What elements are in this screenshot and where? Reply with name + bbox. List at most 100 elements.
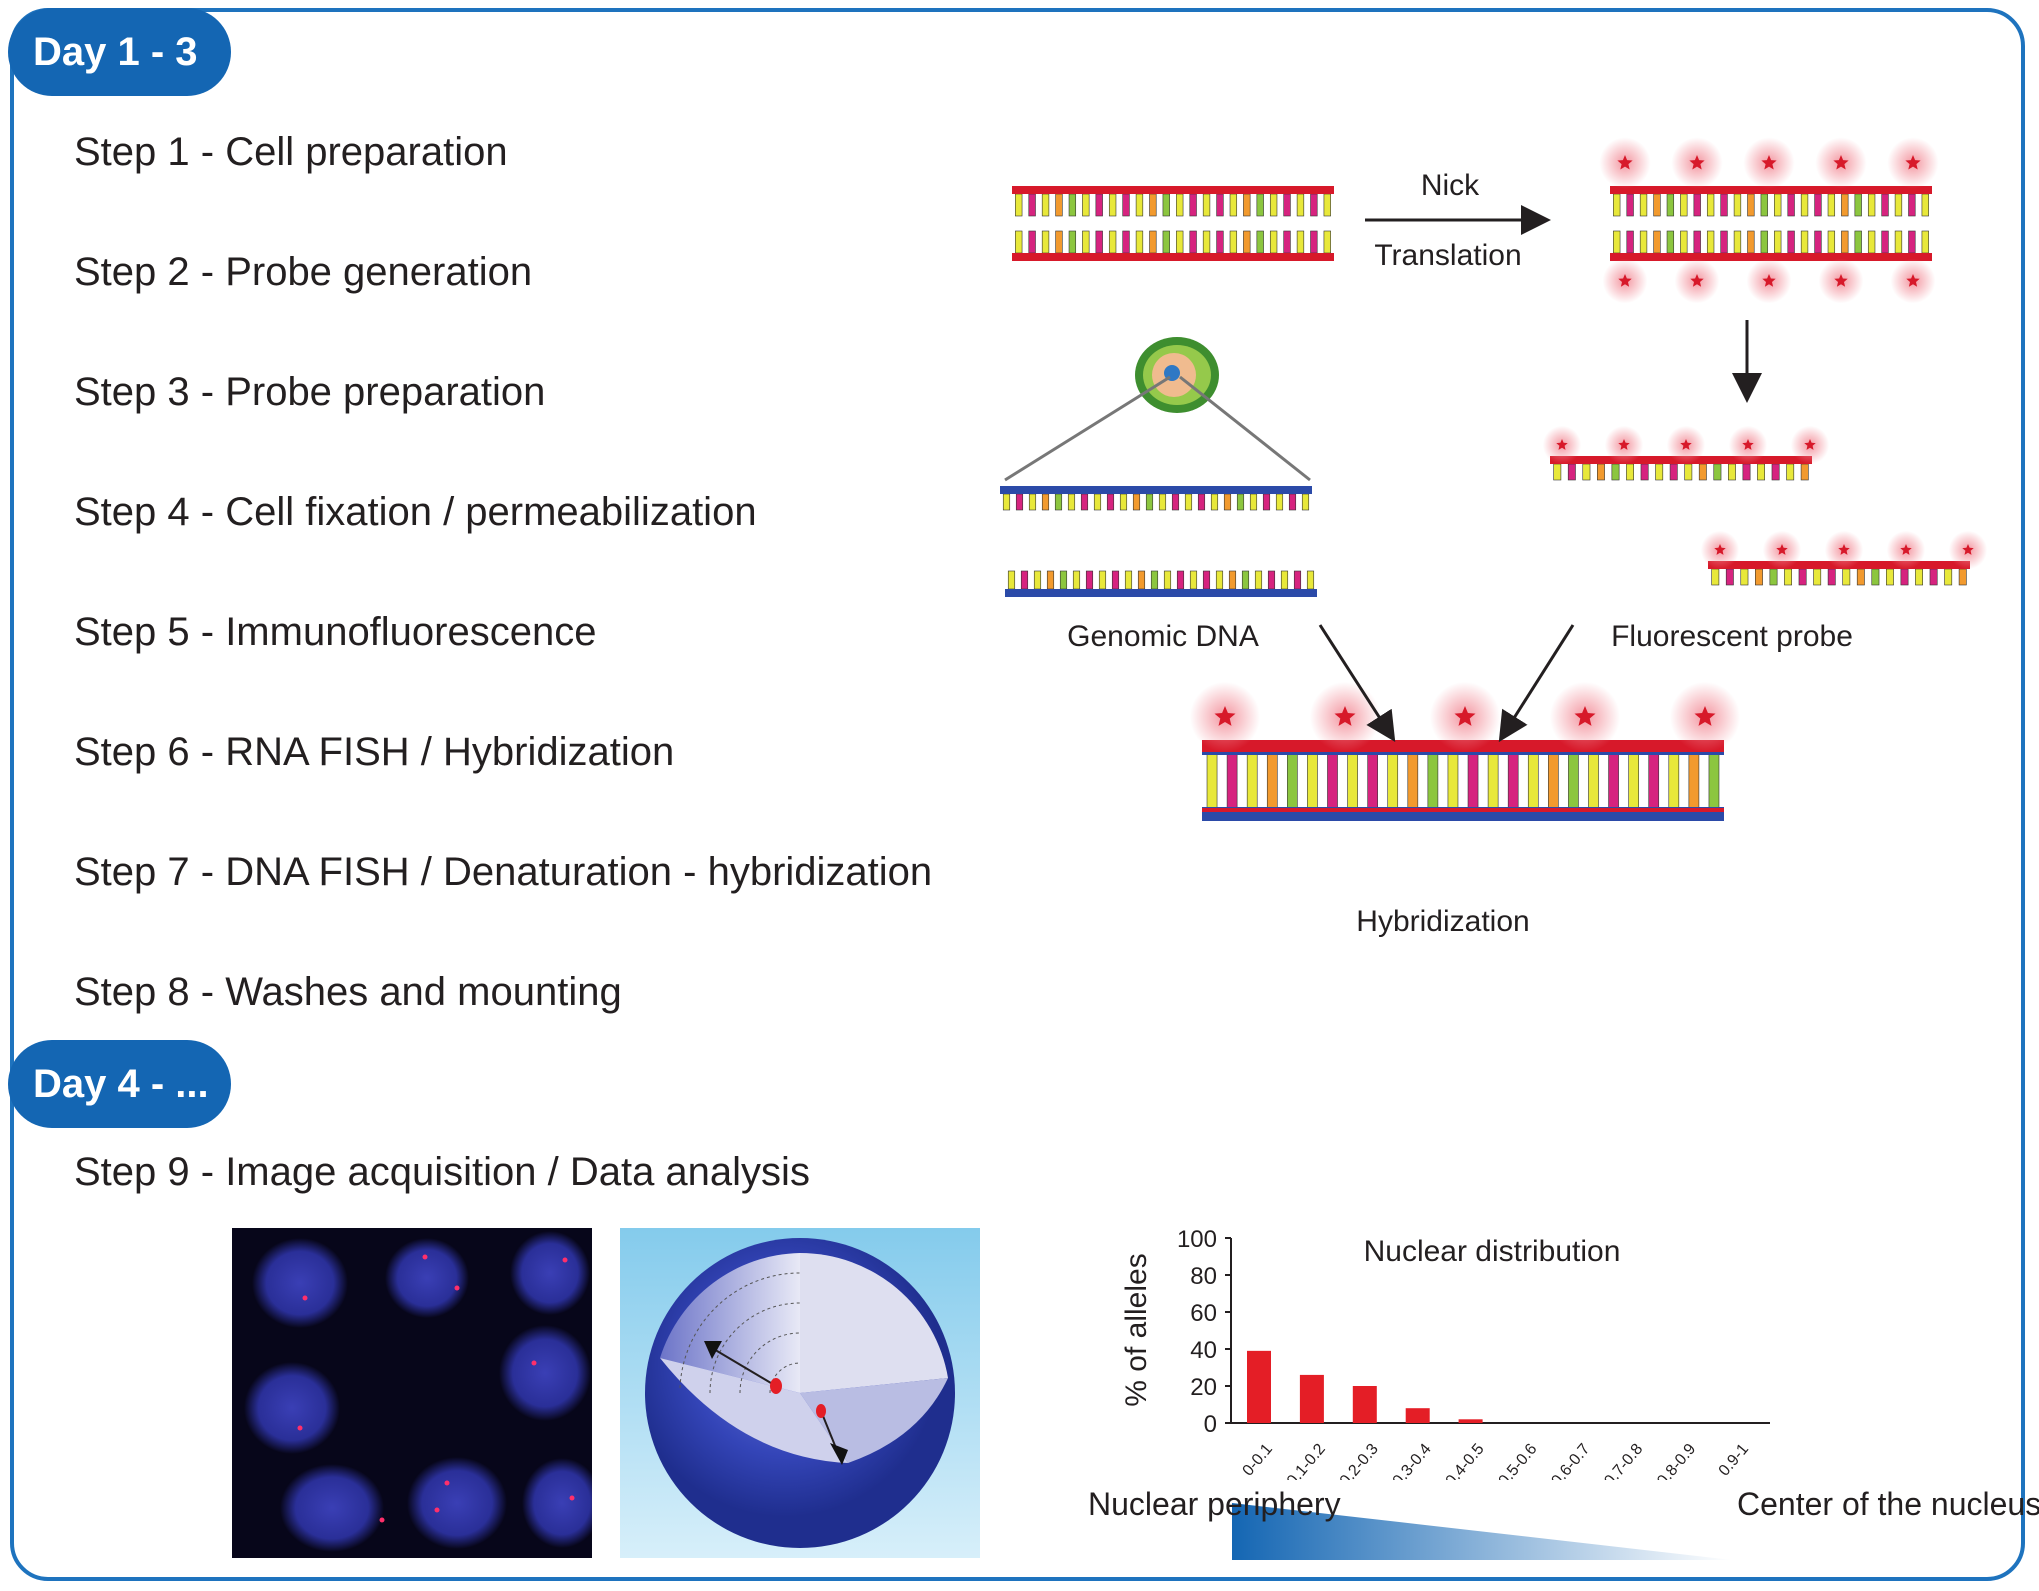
nucleotide-base	[1757, 463, 1765, 481]
nucleotide-base	[1085, 570, 1094, 590]
hybridization-label: Hybridization	[1356, 905, 1529, 938]
nucleotide-base	[1841, 193, 1849, 217]
nucleotide-base	[1122, 230, 1130, 254]
nucleotide-base	[1176, 193, 1184, 217]
fluorophore-star	[1804, 439, 1816, 450]
y-tick-label: 100	[1177, 1226, 1217, 1253]
step-7-label: Step 7 - DNA FISH / Denaturation - hybri…	[74, 850, 933, 894]
nucleotide-base	[1698, 463, 1707, 481]
nucleotide-base	[1487, 750, 1499, 814]
nucleotide-base	[1323, 230, 1331, 254]
nucleus-center-label: Center of the nucleus	[1737, 1486, 2039, 1522]
fluorophore-star	[1834, 274, 1848, 287]
nucleotide-base	[1680, 193, 1688, 217]
nucleotide-base	[1229, 230, 1238, 254]
nucleotide-base	[1760, 193, 1768, 217]
y-tick-label: 0	[1204, 1411, 1217, 1438]
nucleotide-base	[1740, 568, 1749, 586]
nucleotide-base	[1894, 193, 1903, 217]
nucleotide-base	[1119, 493, 1128, 511]
step-5-label: Step 5 - Immunofluorescence	[74, 610, 597, 654]
step-4-label: Step 4 - Cell fixation / permeabilizatio…	[74, 490, 757, 534]
nucleotide-base	[1111, 570, 1120, 590]
nucleotide-base	[1367, 750, 1378, 814]
nucleotide-base	[1145, 493, 1154, 511]
nucleotide-base	[1254, 570, 1263, 590]
y-tick-label: 20	[1190, 1374, 1217, 1401]
nucleotide-base	[1688, 750, 1700, 814]
nucleotide-base	[1854, 230, 1862, 254]
y-tick-label: 60	[1190, 1300, 1217, 1327]
nucleotide-base	[1163, 570, 1172, 590]
translation-label: Translation	[1374, 239, 1521, 272]
x-tick-label: 0.9-1	[1716, 1441, 1753, 1480]
nucleotide-base	[1176, 570, 1185, 590]
nucleotide-base	[1020, 570, 1029, 590]
x-tick-label: 0.3-0.4	[1390, 1441, 1435, 1480]
nucleotide-base	[1080, 493, 1089, 511]
nucleotide-base	[1639, 230, 1648, 254]
x-tick-label: 0.2-0.3	[1337, 1441, 1382, 1480]
nucleus-sphere-model	[620, 1228, 980, 1558]
nucleotide-base	[1655, 463, 1664, 481]
nucleotide-base	[1597, 463, 1605, 481]
nucleotide-base	[1106, 493, 1115, 511]
nucleotide-base	[1015, 230, 1023, 254]
nucleotide-base	[1310, 230, 1318, 254]
nucleotide-base	[1197, 493, 1206, 511]
fluorophore-star	[1454, 706, 1476, 726]
nucleotide-base	[1613, 230, 1621, 254]
fluorophore-star	[1574, 706, 1596, 726]
fluorophore-star	[1618, 274, 1632, 287]
nucleotide-base	[1669, 463, 1678, 481]
nucleotide-base	[1626, 463, 1634, 481]
nucleotide-base	[1216, 193, 1224, 217]
labelled-dna-double-strand	[1599, 137, 1939, 304]
nucleotide-base	[1093, 493, 1102, 511]
x-tick-label: 0.4-0.5	[1443, 1441, 1488, 1480]
nucleotide-base	[1929, 568, 1938, 586]
nucleotide-base	[1640, 463, 1649, 481]
nucleotide-base	[1639, 193, 1648, 217]
nucleotide-base	[1800, 463, 1809, 481]
nucleotide-base	[1306, 570, 1315, 590]
nucleotide-base	[1243, 193, 1251, 217]
nucleotide-base	[1733, 230, 1742, 254]
nucleotide-base	[1189, 230, 1197, 254]
nucleotide-base	[1407, 750, 1419, 814]
nucleotide-base	[1171, 493, 1180, 511]
nucleotide-base	[1653, 193, 1661, 217]
nucleotide-base	[1915, 568, 1923, 586]
fluorophore-star	[1556, 439, 1568, 450]
hybridized-dna	[1189, 681, 1741, 821]
nucleotide-base	[1786, 463, 1795, 481]
nucleotide-base	[1150, 570, 1159, 590]
nucleotide-base	[1720, 193, 1728, 217]
nucleotide-base	[1774, 193, 1782, 217]
nucleotide-base	[1814, 193, 1822, 217]
nucleotide-base	[1706, 193, 1715, 217]
backbone-strand	[1202, 808, 1724, 812]
nucleotide-base	[1871, 568, 1880, 586]
nucleotide-base	[1015, 493, 1024, 511]
nucleotide-base	[1243, 230, 1251, 254]
step-2-label: Step 2 - Probe generation	[74, 250, 533, 294]
fluorophore-star	[1334, 706, 1356, 726]
x-tick-label: 0.8-0.9	[1654, 1441, 1699, 1480]
nucleotide-base	[1184, 493, 1193, 511]
nucleotide-base	[1068, 193, 1077, 217]
nucleotide-base	[1108, 230, 1117, 254]
nucleotide-base	[1241, 570, 1250, 590]
nucleotide-base	[1347, 750, 1358, 814]
nucleotide-base	[1275, 493, 1284, 511]
bar	[1458, 1419, 1483, 1423]
probe-hybridization-diagram: Nick Translation Genomic DNA Fluorescent…	[1000, 137, 1988, 938]
nucleotide-base	[1283, 230, 1291, 254]
nucleotide-base	[1310, 193, 1318, 217]
nucleotide-base	[1327, 750, 1338, 814]
fluorophore-star	[1776, 544, 1788, 555]
nucleotide-base	[1262, 493, 1271, 511]
nucleotide-base	[1228, 570, 1237, 590]
nucleotide-base	[1189, 570, 1198, 590]
nucleotide-base	[1189, 193, 1197, 217]
